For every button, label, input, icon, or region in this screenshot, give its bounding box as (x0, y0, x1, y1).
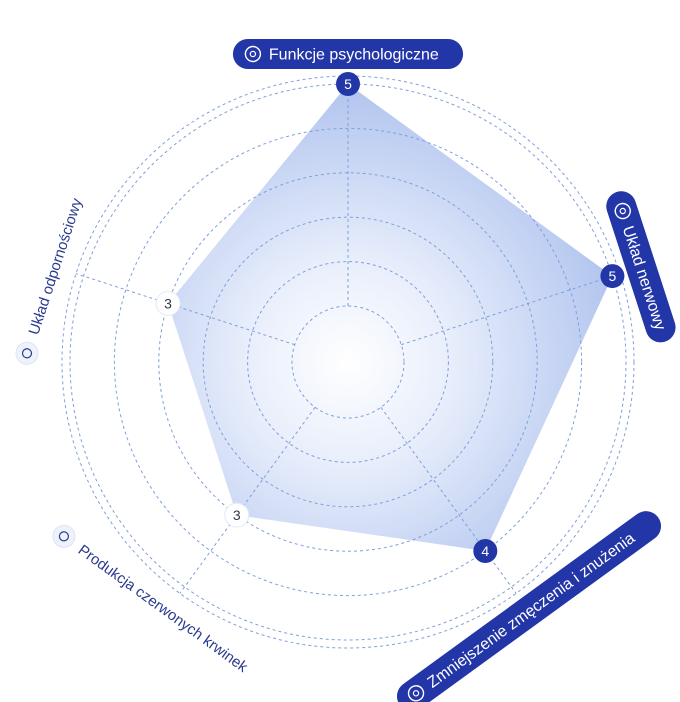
axis-label: Zmniejszenie zmęczenia i znużenia (425, 530, 639, 692)
axis-label-pill (606, 191, 676, 343)
value-marker: 3 (155, 291, 181, 317)
value-label: 5 (608, 268, 616, 284)
value-marker: 4 (473, 538, 498, 563)
axis-label-group: Produkcja czerwonych krwinek (52, 524, 251, 677)
value-label: 3 (233, 507, 241, 523)
value-label: 4 (481, 543, 489, 559)
value-marker-dot (336, 72, 360, 96)
value-marker: 5 (336, 72, 360, 96)
grid-ring (291, 305, 405, 419)
value-marker: 3 (224, 502, 250, 528)
axis-label: Układ odpornościowy (26, 196, 86, 337)
axis-spoke (401, 273, 621, 346)
axis-spoke (179, 407, 316, 594)
grid-ring-outer (61, 75, 635, 649)
value-area (168, 84, 613, 551)
axis-label-group: Funkcje psychologiczne (232, 39, 464, 69)
blood-cells-icon (52, 524, 76, 548)
value-marker-dot (473, 538, 498, 563)
axis-label: Produkcja czerwonych krwinek (75, 542, 251, 677)
axis-spoke (380, 407, 517, 594)
value-marker-dot (600, 264, 625, 289)
shield-virus-icon (15, 341, 39, 365)
axis-label-pill (396, 511, 662, 702)
grid-ring (202, 216, 494, 508)
axis-label: Funkcje psychologiczne (269, 47, 439, 64)
axis-label-group: Układ odpornościowy (15, 196, 86, 365)
grid-ring (158, 172, 538, 552)
value-marker-dot (155, 291, 181, 317)
grid-ring (113, 127, 583, 597)
brain-gear-icon (244, 45, 262, 63)
value-marker-dot (224, 502, 250, 528)
axis-spoke (75, 273, 295, 346)
value-marker: 5 (600, 264, 625, 289)
axis-label-pill (232, 39, 464, 69)
grid-ring (247, 261, 449, 463)
value-label: 3 (164, 296, 172, 312)
nervous-system-icon (614, 202, 631, 220)
eye-icon (407, 685, 425, 702)
value-label: 5 (344, 76, 352, 92)
